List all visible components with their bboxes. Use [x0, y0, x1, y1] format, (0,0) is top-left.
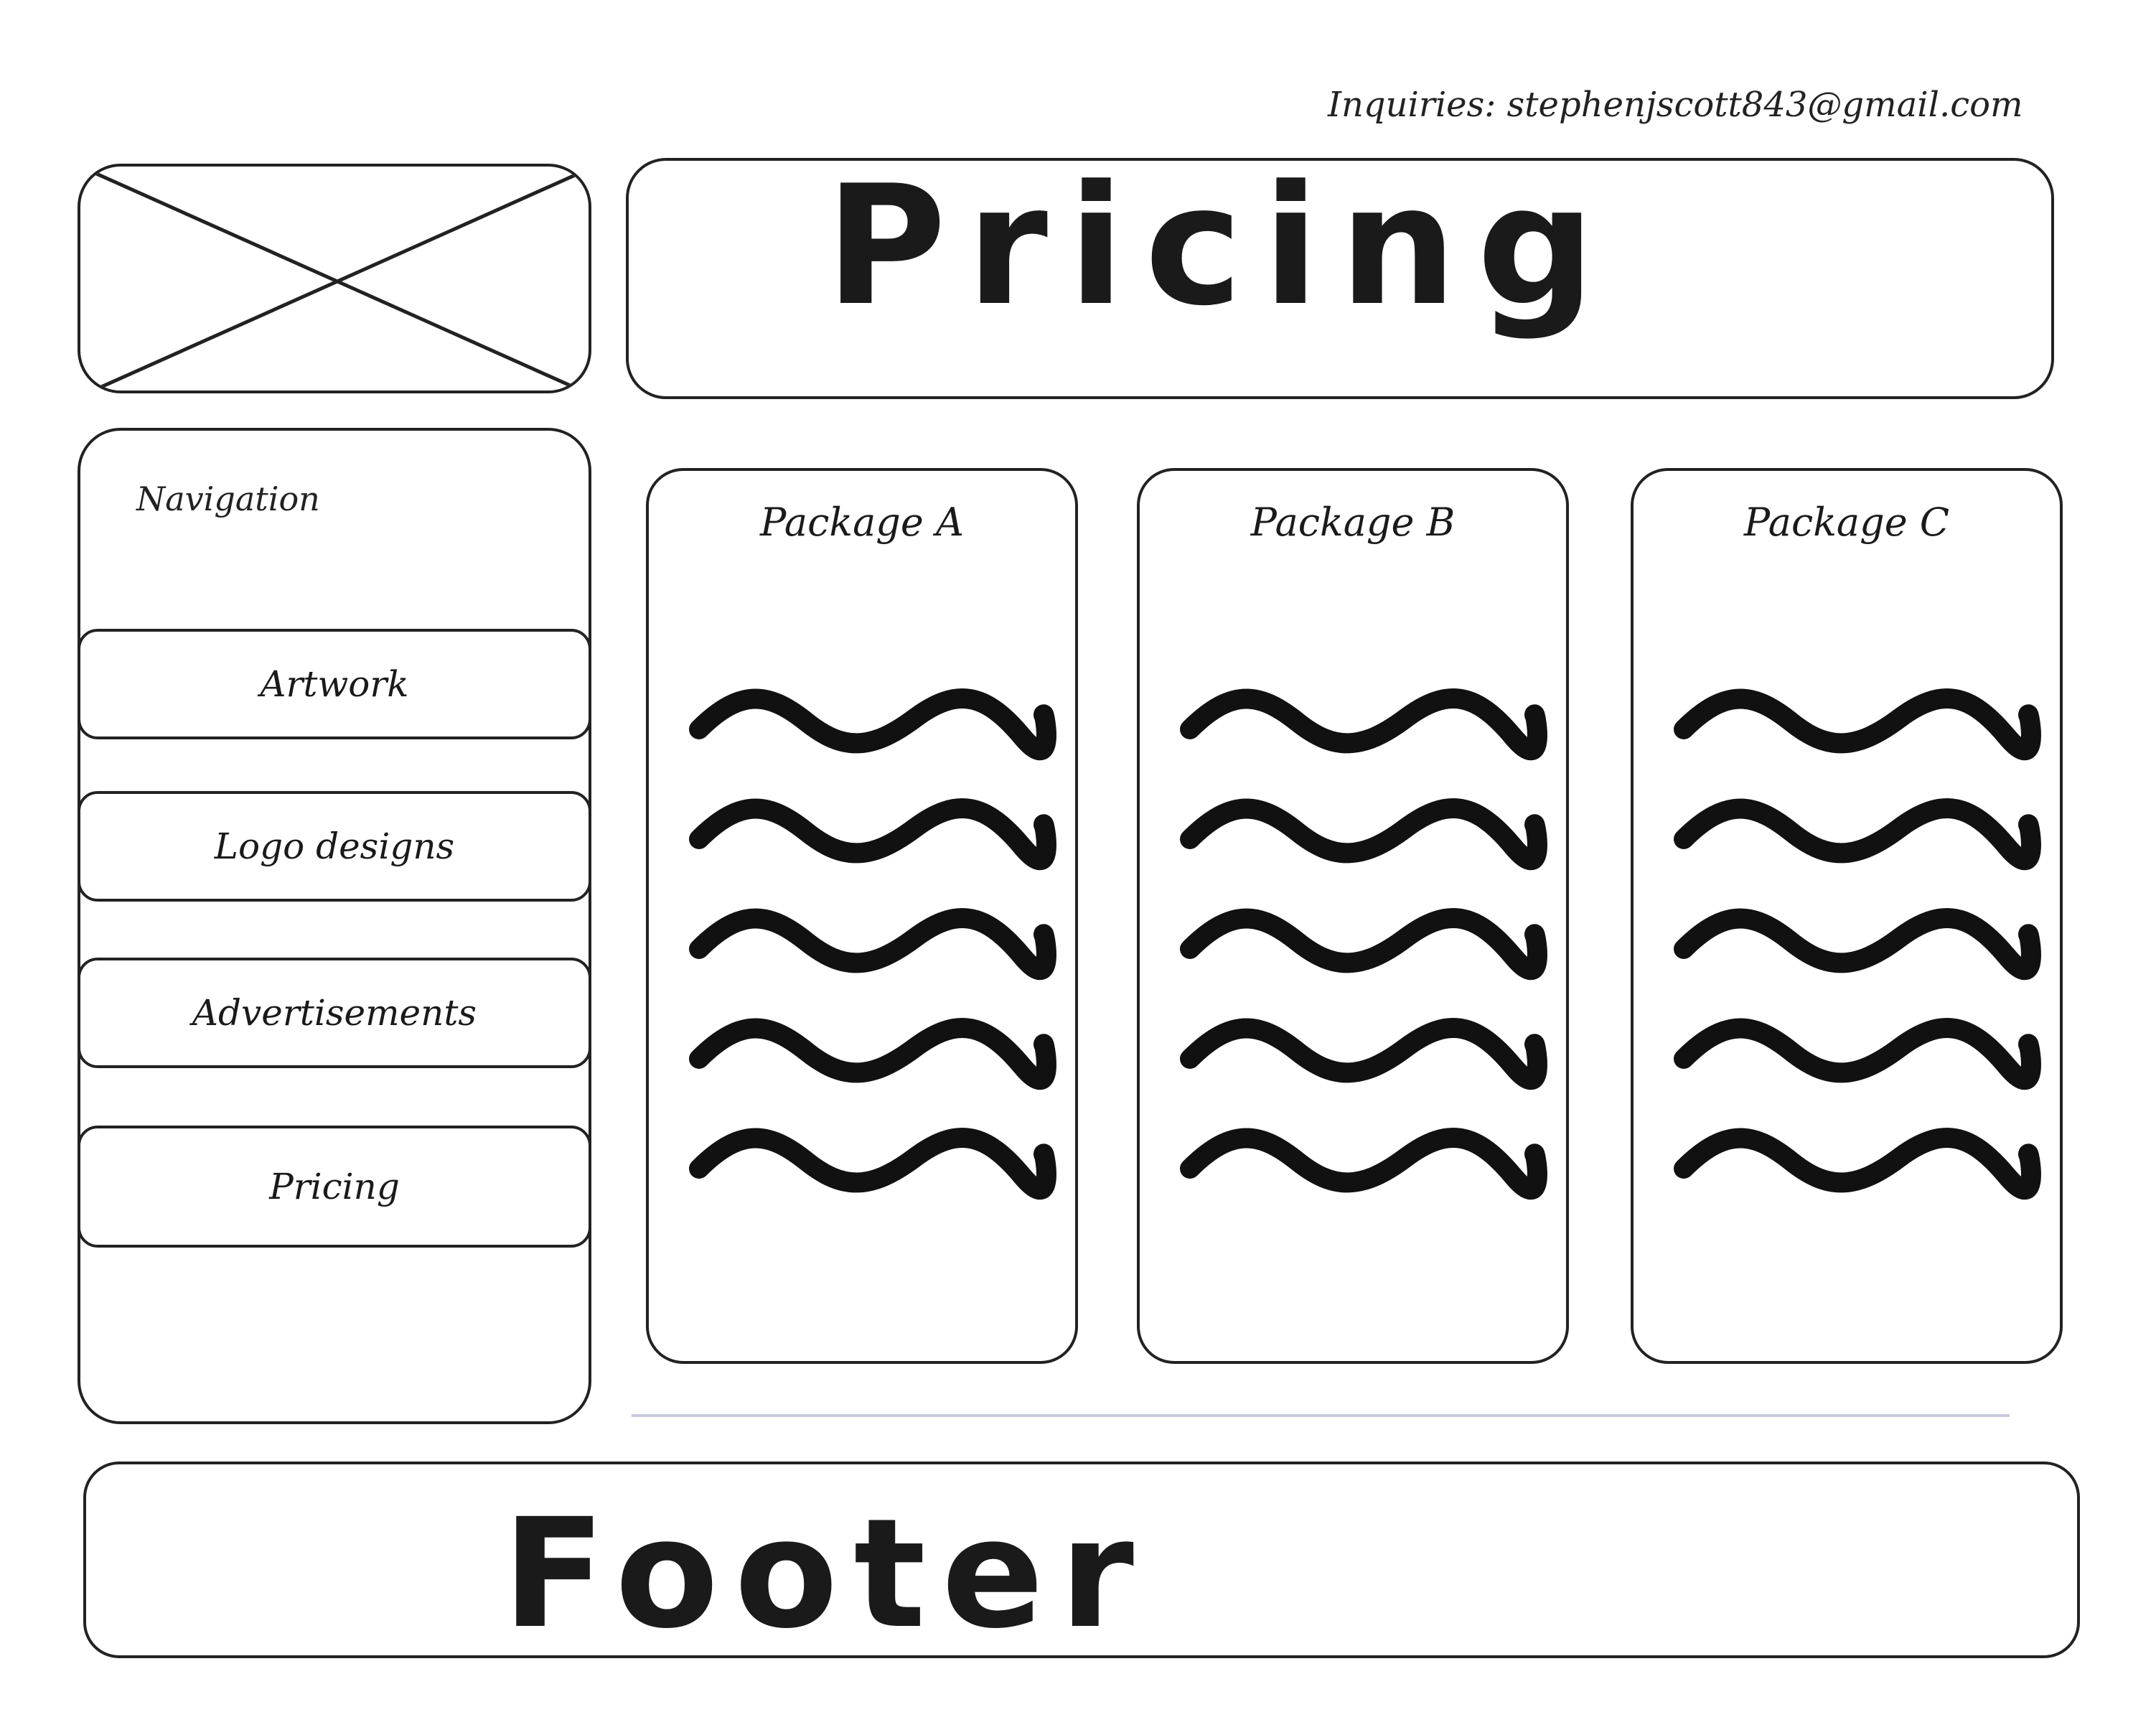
- nav-item-label: Advertisements: [192, 992, 477, 1034]
- nav-item-label: Pricing: [269, 1166, 400, 1207]
- nav-item-label: Logo designs: [214, 826, 455, 867]
- placeholder-text-line: [689, 688, 1056, 761]
- text-placeholder-squiggles: [1180, 688, 1547, 1200]
- footer: [83, 1462, 2080, 1658]
- text-placeholder-squiggles: [689, 688, 1056, 1200]
- placeholder-text-line: [689, 1128, 1056, 1200]
- placeholder-text-line: [1180, 908, 1547, 981]
- placeholder-text-line: [689, 1018, 1056, 1090]
- placeholder-text-line: [1180, 798, 1547, 871]
- placeholder-text-line: [1180, 1018, 1547, 1090]
- placeholder-text-line: [1674, 688, 2041, 761]
- package-card-b: Package B: [1137, 468, 1569, 1364]
- inquiries-contact: Inquiries: stephenjscott843@gmail.com: [1328, 85, 2023, 125]
- placeholder-text-line: [1674, 1018, 2041, 1090]
- page-header: [626, 158, 2054, 399]
- placeholder-text-line: [689, 798, 1056, 871]
- package-title: Package A: [760, 500, 964, 545]
- package-title: Package B: [1250, 500, 1456, 545]
- placeholder-text-line: [1674, 1128, 2041, 1200]
- nav-item-logo-designs[interactable]: Logo designs: [78, 791, 591, 902]
- placeholder-text-line: [1674, 798, 2041, 871]
- placeholder-text-line: [689, 908, 1056, 981]
- nav-item-artwork[interactable]: Artwork: [78, 629, 591, 739]
- package-title: Package C: [1743, 500, 1950, 545]
- nav-item-pricing[interactable]: Pricing: [78, 1126, 591, 1248]
- footer-label: Footer: [502, 1486, 1150, 1662]
- page-title: Pricing: [825, 151, 1616, 342]
- logo-placeholder: [78, 164, 591, 393]
- image-placeholder-icon: [80, 167, 589, 391]
- nav-item-advertisements[interactable]: Advertisements: [78, 958, 591, 1068]
- package-card-a: Package A: [646, 468, 1078, 1364]
- placeholder-text-line: [1674, 908, 2041, 981]
- navigation-title: Navigation: [136, 480, 320, 518]
- nav-item-label: Artwork: [260, 663, 409, 705]
- package-card-c: Package C: [1631, 468, 2063, 1364]
- navigation-panel: [78, 428, 591, 1424]
- placeholder-text-line: [1180, 1128, 1547, 1200]
- content-divider: [632, 1414, 2010, 1417]
- placeholder-text-line: [1180, 688, 1547, 761]
- text-placeholder-squiggles: [1674, 688, 2041, 1200]
